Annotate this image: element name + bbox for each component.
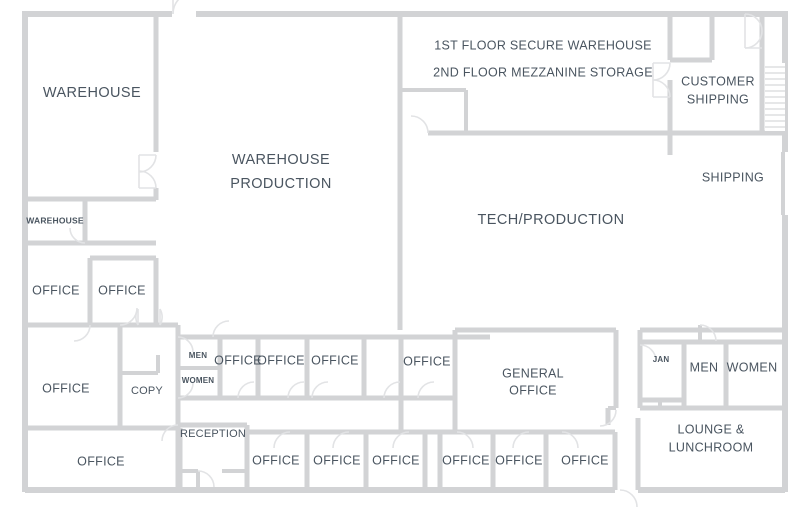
door-top-entrance <box>172 0 180 15</box>
middle-office-row-walls <box>178 334 490 401</box>
label-office-left-2: OFFICE <box>98 283 146 297</box>
warehouse-left-walls <box>25 14 159 246</box>
label-office-left-4: OFFICE <box>77 454 125 468</box>
label-office-mid-2: OFFICE <box>257 353 305 367</box>
door-office-bot-4 <box>456 431 474 449</box>
door-reception-entry <box>161 424 179 442</box>
label-lounge-line1: LOUNGE & <box>678 422 745 436</box>
label-general-office-line1: GENERAL <box>502 366 564 380</box>
door-right-corridor <box>699 324 717 342</box>
door-warehouse-left-lower <box>138 170 157 189</box>
label-warehouse-left: WAREHOUSE <box>43 85 141 101</box>
label-office-mid-1: OFFICE <box>214 353 262 367</box>
door-stair-lobby-upper <box>744 13 763 32</box>
label-office-bot-3: OFFICE <box>372 453 420 467</box>
label-mezzanine-storage: 2ND FLOOR MEZZANINE STORAGE <box>433 65 653 79</box>
label-general-office-line2: OFFICE <box>509 383 557 397</box>
label-women-left: WOMEN <box>182 376 215 385</box>
label-office-left-1: OFFICE <box>32 283 80 297</box>
label-secure-warehouse: 1ST FLOOR SECURE WAREHOUSE <box>434 38 652 52</box>
door-mid-corridor <box>212 320 230 338</box>
door-office-mid-3 <box>311 381 329 399</box>
label-copy: COPY <box>131 385 163 397</box>
door-office-mid-4 <box>383 381 401 399</box>
bottom-office-row-walls <box>244 429 618 490</box>
label-office-mid-4: OFFICE <box>403 354 451 368</box>
door-warehouse-left-upper <box>138 154 157 173</box>
label-women-right: WOMEN <box>727 360 778 374</box>
label-tech-production: TECH/PRODUCTION <box>478 212 625 228</box>
reception-walls <box>175 422 250 490</box>
door-office-bot-2 <box>332 431 350 449</box>
stairs <box>765 63 785 131</box>
secure-warehouse-walls <box>397 14 785 330</box>
label-office-bot-6: OFFICE <box>561 453 609 467</box>
door-secure-small-room <box>410 115 429 134</box>
door-office-bot-5 <box>512 431 530 449</box>
restrooms-right-walls <box>640 325 785 411</box>
label-office-bot-5: OFFICE <box>495 453 543 467</box>
door-stair-lobby-lower <box>744 30 763 49</box>
label-men-right: MEN <box>690 360 719 374</box>
label-warehouse-production-line1: WAREHOUSE <box>232 152 330 168</box>
label-reception: RECEPTION <box>180 428 246 440</box>
copy-room-walls <box>120 325 181 428</box>
door-office-mid-5 <box>417 381 435 399</box>
label-office-mid-3: OFFICE <box>311 353 359 367</box>
door-women-left <box>177 382 194 399</box>
label-shipping: SHIPPING <box>702 170 764 184</box>
label-men-left: MEN <box>189 351 207 360</box>
door-office-left-1 <box>73 324 91 342</box>
door-office-mid-2 <box>287 381 305 399</box>
door-reception-vestibule <box>197 470 215 488</box>
label-customer-shipping-line1: CUSTOMER <box>681 74 755 88</box>
label-office-bot-1: OFFICE <box>252 453 300 467</box>
label-office-bot-4: OFFICE <box>442 453 490 467</box>
door-warehouse-small <box>69 227 86 244</box>
door-janitor <box>639 344 657 362</box>
label-lounge-line2: LUNCHROOM <box>669 440 754 454</box>
label-office-bot-2: OFFICE <box>313 453 361 467</box>
label-warehouse-small: WAREHOUSE <box>26 215 84 225</box>
label-warehouse-production-line2: PRODUCTION <box>230 176 331 192</box>
doors <box>69 0 763 508</box>
door-office-bot-6 <box>561 431 579 449</box>
door-office-bot-3 <box>392 431 410 449</box>
door-lounge-entry <box>619 489 638 508</box>
door-customer-shipping-lower <box>652 79 671 98</box>
exterior-walls <box>22 11 788 493</box>
door-men-left <box>177 336 194 353</box>
label-customer-shipping-line2: SHIPPING <box>687 92 749 106</box>
room-labels: WAREHOUSE WAREHOUSE PRODUCTION 1ST FLOOR… <box>26 38 777 468</box>
door-office-left-2 <box>119 307 138 326</box>
door-office-bot-1 <box>273 431 291 449</box>
restrooms-left-walls <box>178 334 223 401</box>
door-customer-shipping-upper <box>652 62 671 81</box>
label-office-left-3: OFFICE <box>42 381 90 395</box>
general-office-walls <box>398 327 619 432</box>
door-general-office <box>599 409 617 427</box>
door-office-mid-1 <box>237 381 255 399</box>
label-janitor: JAN <box>653 355 670 364</box>
